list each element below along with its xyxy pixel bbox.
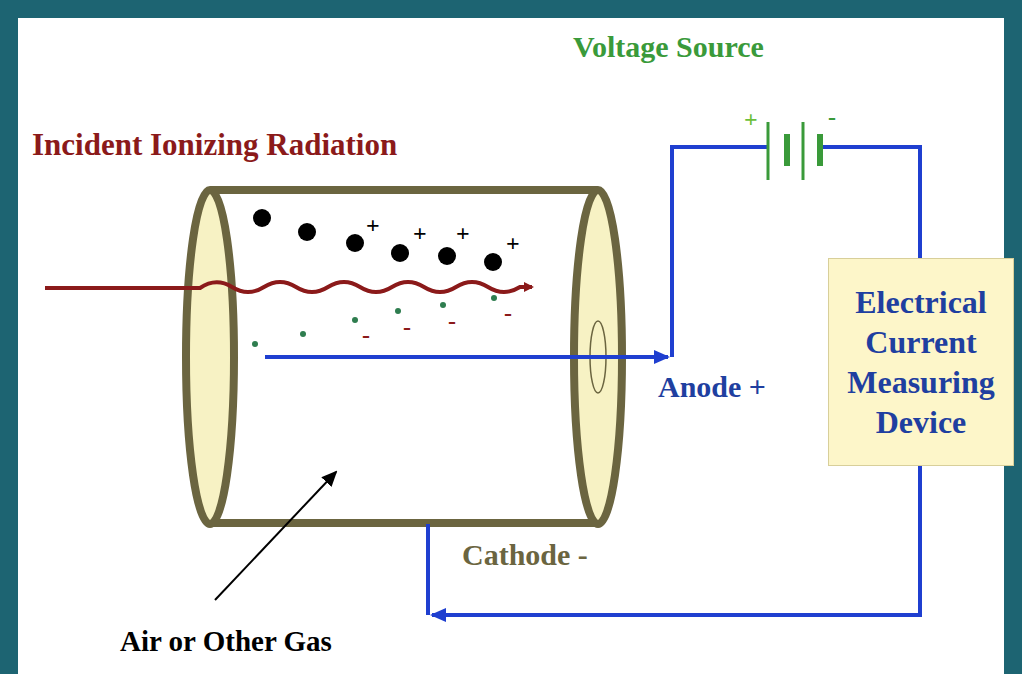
positive-ions xyxy=(253,209,502,271)
ion-charge: + xyxy=(506,230,520,256)
wire xyxy=(819,147,920,258)
slide-frame xyxy=(9,9,1013,674)
measuring-device-box: Electrical Current Measuring Device xyxy=(828,258,1014,466)
title-label: Voltage Source xyxy=(573,30,764,63)
electrons xyxy=(252,295,497,347)
radiation-label: Incident Ionizing Radiation xyxy=(32,128,397,162)
polarity-sign: - xyxy=(828,104,836,130)
gas-label: Air or Other Gas xyxy=(120,626,332,658)
electron-charge: - xyxy=(448,308,456,334)
electron-charge: - xyxy=(504,300,512,326)
wire xyxy=(426,524,430,615)
polarity-sign: + xyxy=(744,106,758,132)
electron-charge: - xyxy=(362,322,370,348)
radiation-wave xyxy=(45,282,532,292)
ion-charge: + xyxy=(366,212,380,238)
ion-charge: + xyxy=(413,220,427,246)
ion-charge: + xyxy=(456,220,470,246)
device-label: Electrical Current Measuring Device xyxy=(829,282,1013,442)
battery-symbol xyxy=(768,122,820,180)
wire xyxy=(432,466,920,615)
leader-line xyxy=(215,472,336,600)
anode-rod xyxy=(265,355,668,359)
wire xyxy=(672,147,767,357)
electron-charge: - xyxy=(403,314,411,340)
cathode-label: Cathode - xyxy=(462,538,588,571)
anode-label: Anode + xyxy=(658,370,766,403)
